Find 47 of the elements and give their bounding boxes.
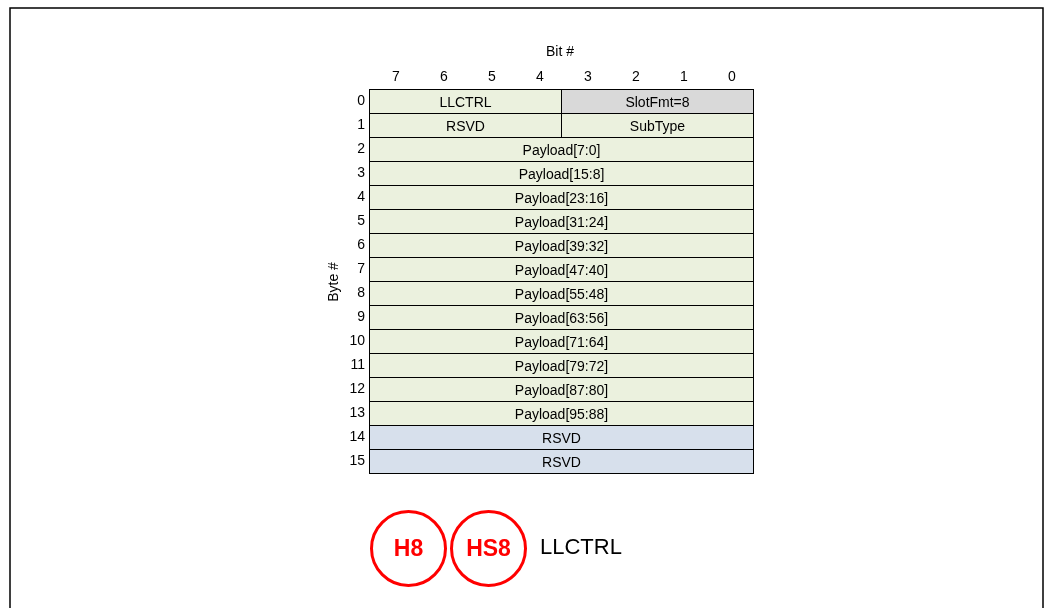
bit-field-cell: Payload[79:72] xyxy=(369,353,754,378)
bit-field-cell: RSVD xyxy=(369,425,754,450)
byte-number: 3 xyxy=(357,164,365,180)
bit-number: 2 xyxy=(632,68,640,84)
bit-number: 1 xyxy=(680,68,688,84)
byte-number: 2 xyxy=(357,140,365,156)
byte-number: 10 xyxy=(349,332,365,348)
byte-number: 1 xyxy=(357,116,365,132)
byte-number: 5 xyxy=(357,212,365,228)
bit-field-cell: Payload[15:8] xyxy=(369,161,754,186)
bit-field-cell: Payload[95:88] xyxy=(369,401,754,426)
bit-field-cell: SubType xyxy=(561,113,754,138)
byte-number: 15 xyxy=(349,452,365,468)
byte-number: 13 xyxy=(349,404,365,420)
byte-number: 6 xyxy=(357,236,365,252)
bit-number: 7 xyxy=(392,68,400,84)
bit-field-cell: Payload[39:32] xyxy=(369,233,754,258)
byte-number: 8 xyxy=(357,284,365,300)
byte-number: 4 xyxy=(357,188,365,204)
bit-number: 0 xyxy=(728,68,736,84)
bit-number: 5 xyxy=(488,68,496,84)
bit-number: 4 xyxy=(536,68,544,84)
bit-field-cell: Payload[87:80] xyxy=(369,377,754,402)
bit-field-cell: SlotFmt=8 xyxy=(561,89,754,114)
bit-number: 6 xyxy=(440,68,448,84)
bit-field-cell: Payload[7:0] xyxy=(369,137,754,162)
axis-title: Bit # xyxy=(546,43,574,59)
bit-field-cell: RSVD xyxy=(369,113,562,138)
bit-number: 3 xyxy=(584,68,592,84)
bit-field-cell: Payload[71:64] xyxy=(369,329,754,354)
bit-field-cell: RSVD xyxy=(369,449,754,474)
badge-circle: H8 xyxy=(370,510,447,587)
legend-text: LLCTRL xyxy=(540,534,622,560)
bit-field-cell: Payload[55:48] xyxy=(369,281,754,306)
axis-title: Byte # xyxy=(325,262,341,302)
byte-number: 11 xyxy=(350,356,365,372)
bit-field-cell: LLCTRL xyxy=(369,89,562,114)
byte-number: 7 xyxy=(357,260,365,276)
bit-field-cell: Payload[23:16] xyxy=(369,185,754,210)
byte-number: 14 xyxy=(349,428,365,444)
bit-field-cell: Payload[63:56] xyxy=(369,305,754,330)
byte-number: 9 xyxy=(357,308,365,324)
bit-field-cell: Payload[31:24] xyxy=(369,209,754,234)
byte-number: 12 xyxy=(349,380,365,396)
badge-circle: HS8 xyxy=(450,510,527,587)
byte-number: 0 xyxy=(357,92,365,108)
bit-field-cell: Payload[47:40] xyxy=(369,257,754,282)
